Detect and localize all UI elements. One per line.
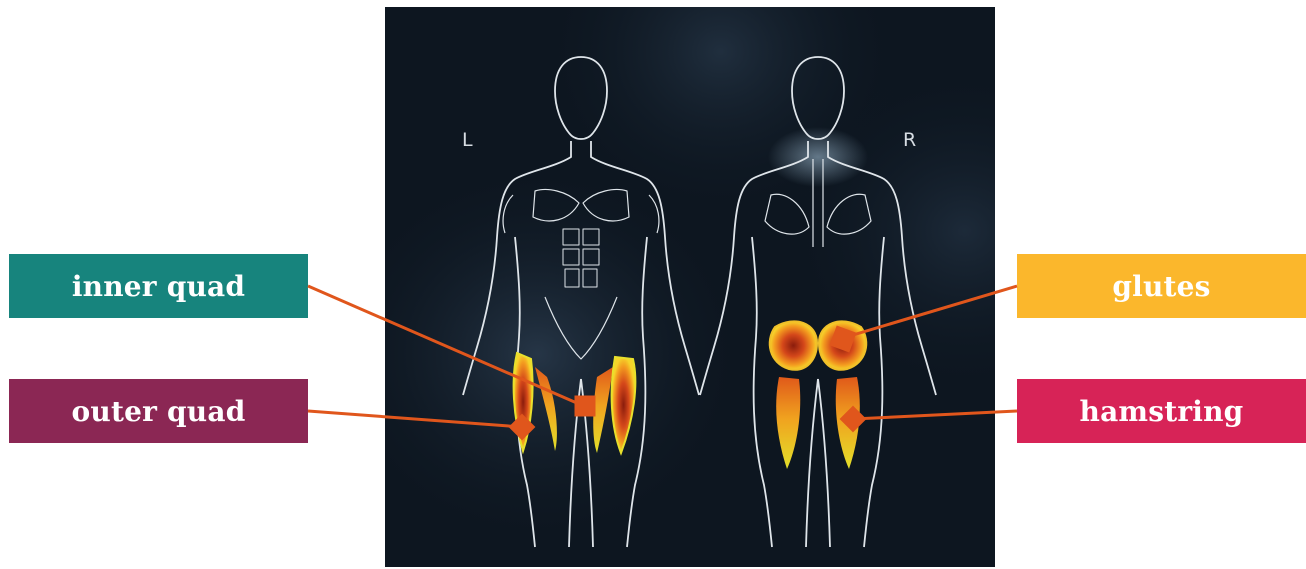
glutes-label: glutes: [1017, 254, 1306, 318]
outer-quad-label: outer quad: [9, 379, 308, 443]
glute-heat-left: [770, 321, 817, 369]
right-side-letter: R: [903, 129, 916, 151]
left-side-letter: L: [462, 129, 473, 151]
muscle-diagram-panel: L R: [385, 7, 995, 567]
inner-quad-label: inner quad: [9, 254, 308, 318]
hamstring-label: hamstring: [1017, 379, 1306, 443]
glute-heat-right: [819, 321, 866, 369]
